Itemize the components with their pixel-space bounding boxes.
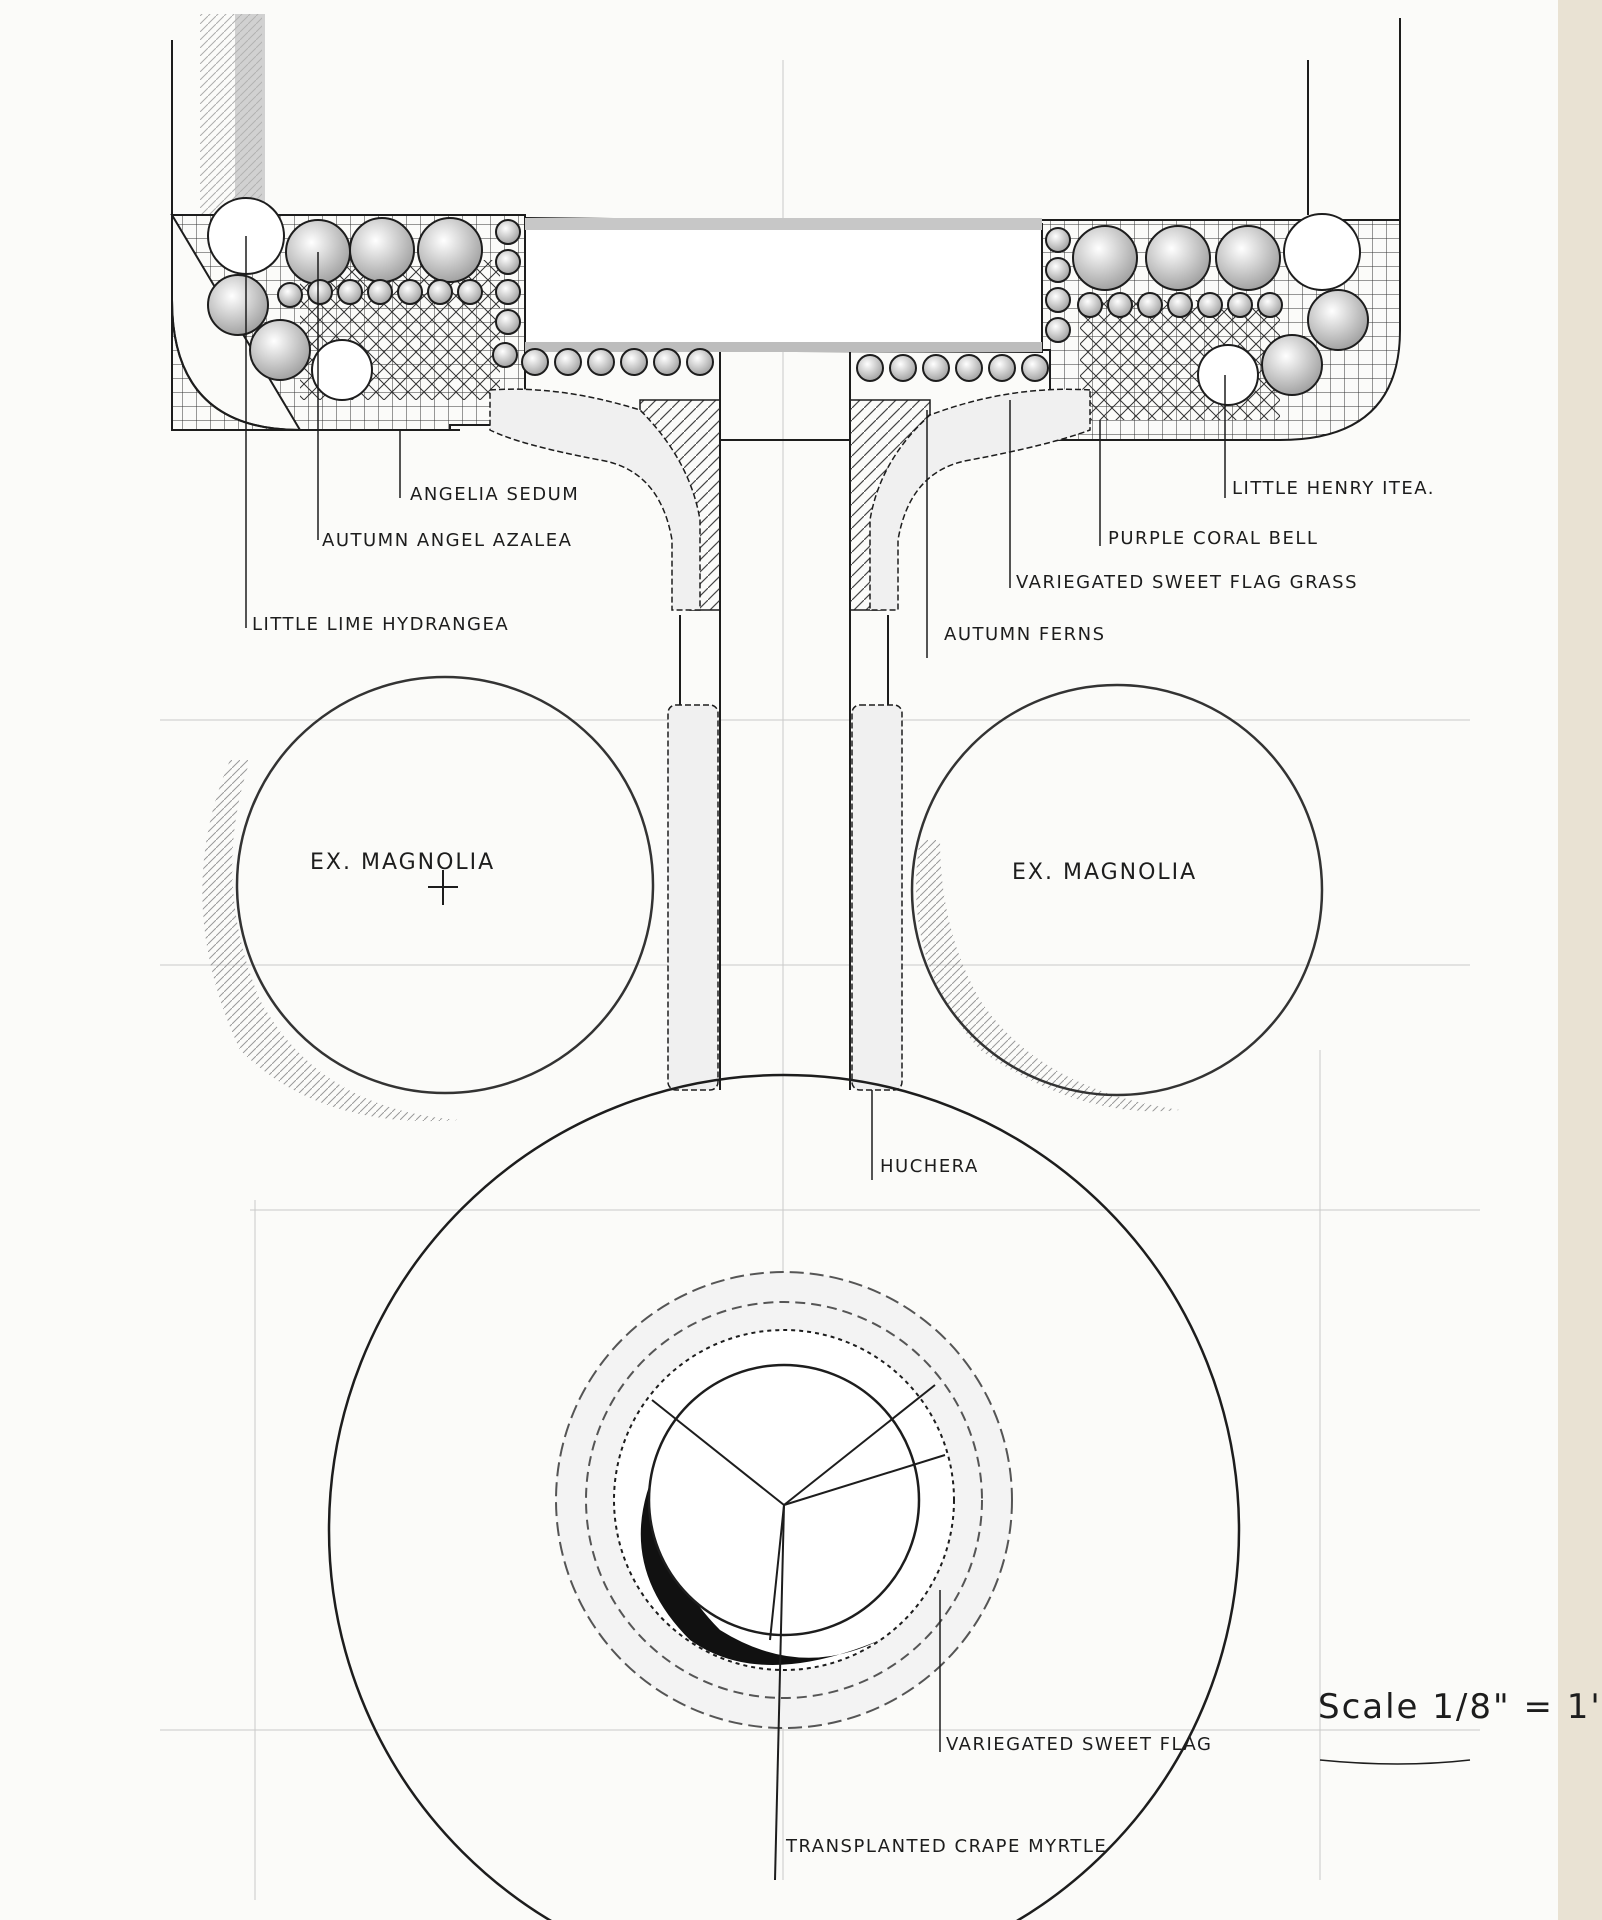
magnolia-left-canopy [235, 675, 655, 1095]
label-variegated-sweet-flag: Variegated Sweet Flag [946, 1734, 1213, 1755]
label-autumn-ferns: Autumn Ferns [944, 624, 1106, 645]
crape-myrtle-bed [555, 1271, 1013, 1881]
magnolia-trunk-mark [428, 870, 458, 905]
scale-underline [1319, 1759, 1471, 1765]
leader-lines [245, 236, 1226, 1752]
shrubs-left [207, 197, 714, 401]
scale-label: Scale 1/8" = 1' [1318, 1687, 1602, 1727]
label-variegated-sweet-flag-grass: Variegated Sweet Flag Grass [1016, 572, 1359, 593]
label-purple-coral-bell: Purple Coral Bell [1108, 528, 1319, 549]
fern-beds [489, 388, 1091, 1091]
label-little-lime-hydrangea: Little Lime Hydrangea [252, 614, 510, 635]
landscape-plan [160, 14, 1480, 1920]
label-ex-magnolia-right: Ex. Magnolia [1012, 860, 1198, 885]
label-huchera: Huchera [880, 1156, 979, 1177]
label-autumn-angel-azalea: Autumn Angel Azalea [322, 530, 573, 551]
shrubs-right [856, 213, 1369, 406]
lawn-circle [327, 1073, 1241, 1920]
magnolia-trees [235, 675, 1324, 1097]
label-angelia-sedum: Angelia Sedum [410, 484, 580, 505]
label-ex-magnolia-left: Ex. Magnolia [310, 850, 496, 875]
label-transplanted-crape-myrtle: Transplanted Crape Myrtle [786, 1836, 1108, 1857]
label-little-henry-itea: Little Henry Itea. [1232, 478, 1435, 499]
patio [524, 216, 1043, 354]
magnolia-right-canopy [910, 683, 1324, 1097]
